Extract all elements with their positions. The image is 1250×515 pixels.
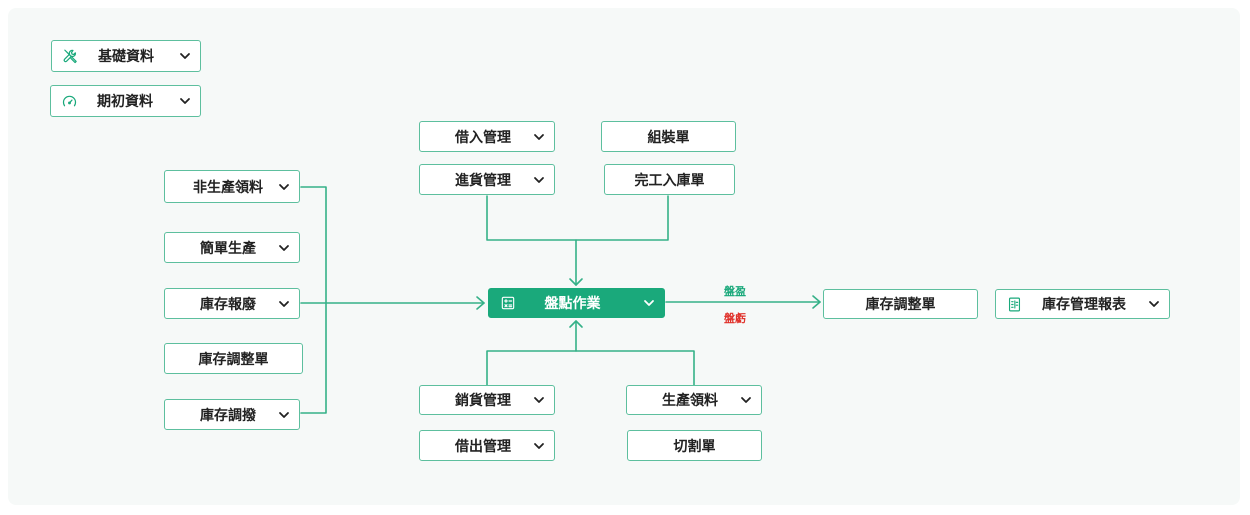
node-label: 進貨管理 xyxy=(455,172,511,189)
stocktaking-dropdown[interactable]: 盤點作業 xyxy=(488,288,665,318)
node-label: 庫存報廢 xyxy=(200,296,256,313)
stocktaking-label: 盤點作業 xyxy=(544,296,601,312)
opening-data-dropdown[interactable]: 期初資料 xyxy=(50,85,201,117)
tools-icon xyxy=(62,48,79,65)
non-production-requisition-dropdown[interactable]: 非生產領料 xyxy=(164,170,300,203)
report-icon xyxy=(1006,296,1023,313)
chevron-down-icon[interactable] xyxy=(179,95,191,107)
chevron-down-icon[interactable] xyxy=(179,50,191,62)
borrow-in-management-dropdown[interactable]: 借入管理 xyxy=(419,121,555,152)
node-label: 生產領料 xyxy=(662,393,718,409)
gauge-icon xyxy=(61,93,78,110)
inventory-adjustment-output-button[interactable]: 庫存調整單 xyxy=(823,289,978,319)
node-label: 組裝單 xyxy=(647,129,690,146)
production-requisition-dropdown[interactable]: 生產領料 xyxy=(626,385,762,415)
chevron-down-icon[interactable] xyxy=(278,242,290,254)
opening-data-label: 期初資料 xyxy=(97,94,153,110)
node-label: 切割單 xyxy=(673,438,716,455)
completion-receipt-button[interactable]: 完工入庫單 xyxy=(604,164,735,195)
chevron-down-icon[interactable] xyxy=(533,440,545,452)
purchase-management-dropdown[interactable]: 進貨管理 xyxy=(419,164,555,195)
left-bracket-connector xyxy=(300,186,327,414)
simple-production-dropdown[interactable]: 簡單生產 xyxy=(164,232,300,263)
cutting-order-button[interactable]: 切割單 xyxy=(627,430,762,461)
chevron-down-icon[interactable] xyxy=(533,131,545,143)
inventory-scrap-dropdown[interactable]: 庫存報廢 xyxy=(164,288,300,319)
output-arrowhead xyxy=(812,295,821,309)
node-label: 非生產領料 xyxy=(193,179,263,196)
inventory-loss-label: 盤虧 xyxy=(724,312,746,325)
node-label: 庫存調撥 xyxy=(200,407,256,424)
inventory-report-dropdown[interactable]: 庫存管理報表 xyxy=(995,289,1170,319)
node-label: 銷貨管理 xyxy=(455,393,511,409)
bottom-arrowhead xyxy=(569,320,583,328)
chevron-down-icon[interactable] xyxy=(278,181,290,193)
chevron-down-icon[interactable] xyxy=(740,394,752,406)
node-label: 借入管理 xyxy=(455,129,511,146)
top-arrowhead xyxy=(569,278,583,286)
basic-data-dropdown[interactable]: 基礎資料 xyxy=(51,40,201,72)
inventory-report-label: 庫存管理報表 xyxy=(1042,297,1126,313)
inventory-gain-label: 盤盈 xyxy=(724,285,746,298)
node-label: 借出管理 xyxy=(455,438,511,455)
chevron-down-icon[interactable] xyxy=(533,394,545,406)
assembly-order-button[interactable]: 組裝單 xyxy=(601,121,736,152)
inventory-transfer-dropdown[interactable]: 庫存調撥 xyxy=(164,399,300,430)
calculator-icon xyxy=(500,295,516,311)
top-bracket-connector xyxy=(486,195,669,241)
basic-data-label: 基礎資料 xyxy=(98,49,154,65)
chevron-down-icon[interactable] xyxy=(1148,298,1160,310)
node-label: 完工入庫單 xyxy=(634,172,705,189)
sales-management-dropdown[interactable]: 銷貨管理 xyxy=(419,385,555,415)
chevron-down-icon[interactable] xyxy=(643,297,655,309)
node-label: 庫存調整單 xyxy=(198,351,269,368)
node-label: 簡單生產 xyxy=(200,240,256,257)
lend-out-management-dropdown[interactable]: 借出管理 xyxy=(419,430,555,461)
chevron-down-icon[interactable] xyxy=(533,174,545,186)
left-arrowhead xyxy=(476,296,485,310)
node-label: 庫存調整單 xyxy=(865,297,936,313)
bottom-bracket-connector xyxy=(486,350,695,386)
chevron-down-icon[interactable] xyxy=(278,409,290,421)
inventory-adjustment-button[interactable]: 庫存調整單 xyxy=(164,343,303,374)
chevron-down-icon[interactable] xyxy=(278,298,290,310)
